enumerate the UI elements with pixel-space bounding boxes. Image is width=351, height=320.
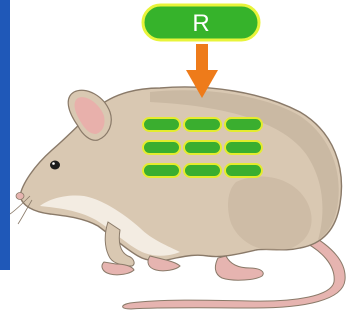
r-label-pill: R	[143, 5, 259, 40]
electrode-implant	[184, 164, 221, 177]
electrode-implant	[184, 141, 221, 154]
electrode-implant	[225, 141, 262, 154]
electrode-implant	[143, 118, 180, 131]
electrode-implant-grid	[143, 118, 262, 177]
rat-eye-highlight	[52, 162, 55, 165]
rat-eye	[50, 161, 60, 170]
electrode-implant	[143, 141, 180, 154]
rat-rear-paw	[215, 256, 263, 280]
electrode-implant	[184, 118, 221, 131]
r-label-text: R	[192, 10, 209, 37]
rat-nose	[16, 193, 24, 200]
electrode-implant	[143, 164, 180, 177]
electrode-implant	[225, 118, 262, 131]
electrode-implant	[225, 164, 262, 177]
left-blue-band	[0, 0, 10, 270]
